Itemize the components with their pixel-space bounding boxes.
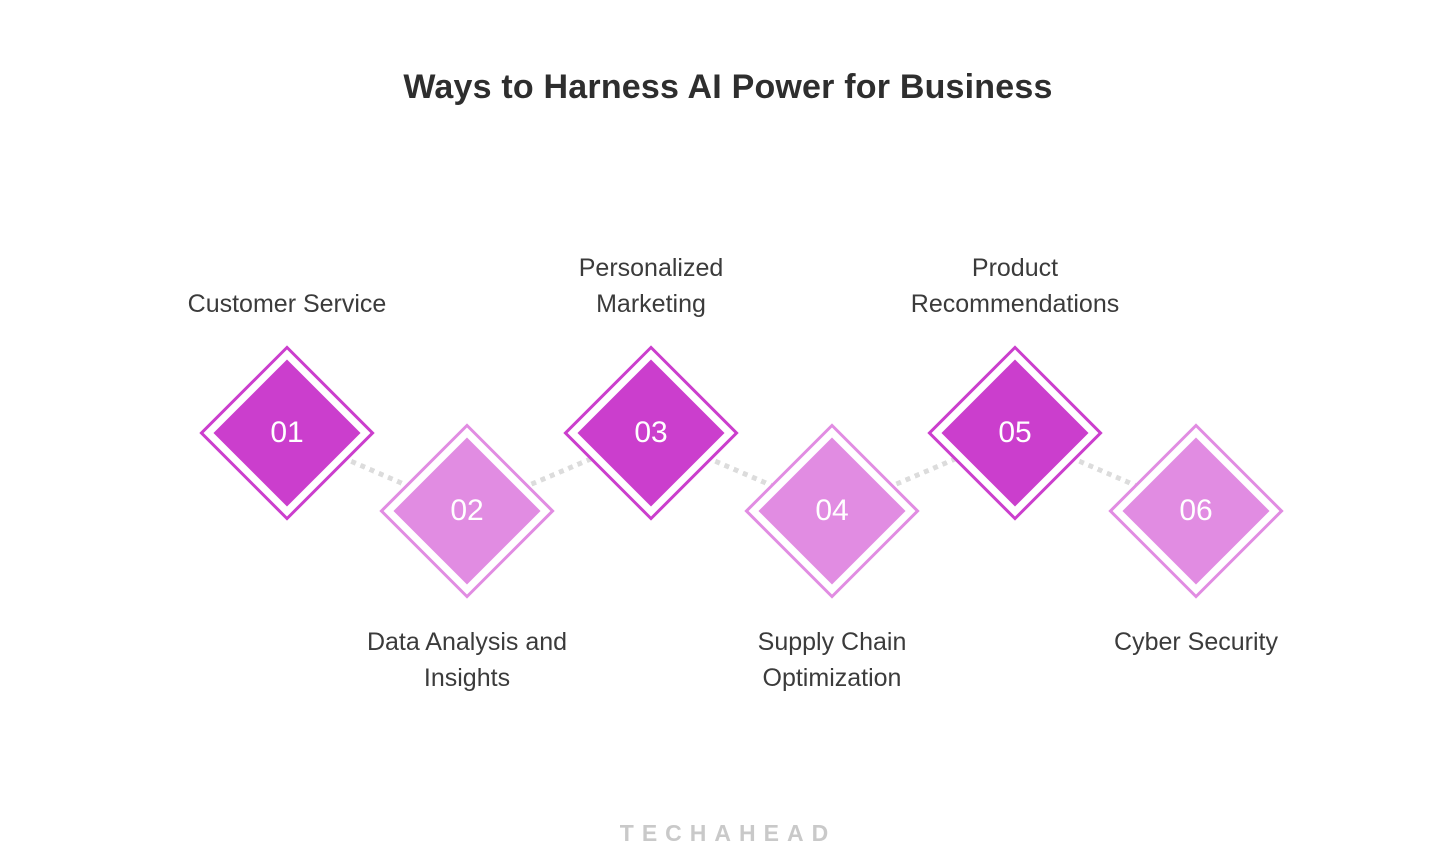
diamond-02-number: 02 [450, 494, 484, 527]
label-cyber-security: Cyber Security [1114, 628, 1278, 656]
diamond-04: 04 [744, 423, 920, 599]
label-product-recommendations: Product Recommendations [910, 254, 1120, 318]
diamond-01-number: 01 [270, 416, 304, 449]
diamond-02: 02 [379, 423, 555, 599]
diamond-04-number: 04 [815, 494, 849, 527]
diamond-03: 03 [563, 345, 739, 521]
diamond-06-number: 06 [1179, 494, 1213, 527]
diamond-05: 05 [927, 345, 1103, 521]
diamond-03-number: 03 [634, 416, 668, 449]
diamond-01: 01 [199, 345, 375, 521]
diamond-06: 06 [1108, 423, 1284, 599]
label-supply-chain: Supply Chain Optimization [757, 628, 907, 692]
label-personalized-marketing: Personalized Marketing [578, 254, 724, 318]
diamond-05-number: 05 [998, 416, 1032, 449]
techahead-logo: TECHAHEAD [619, 820, 837, 846]
page-title: Ways to Harness AI Power for Business [403, 68, 1053, 106]
label-data-analysis: Data Analysis and Insights [366, 628, 568, 692]
label-customer-service: Customer Service [187, 290, 387, 318]
